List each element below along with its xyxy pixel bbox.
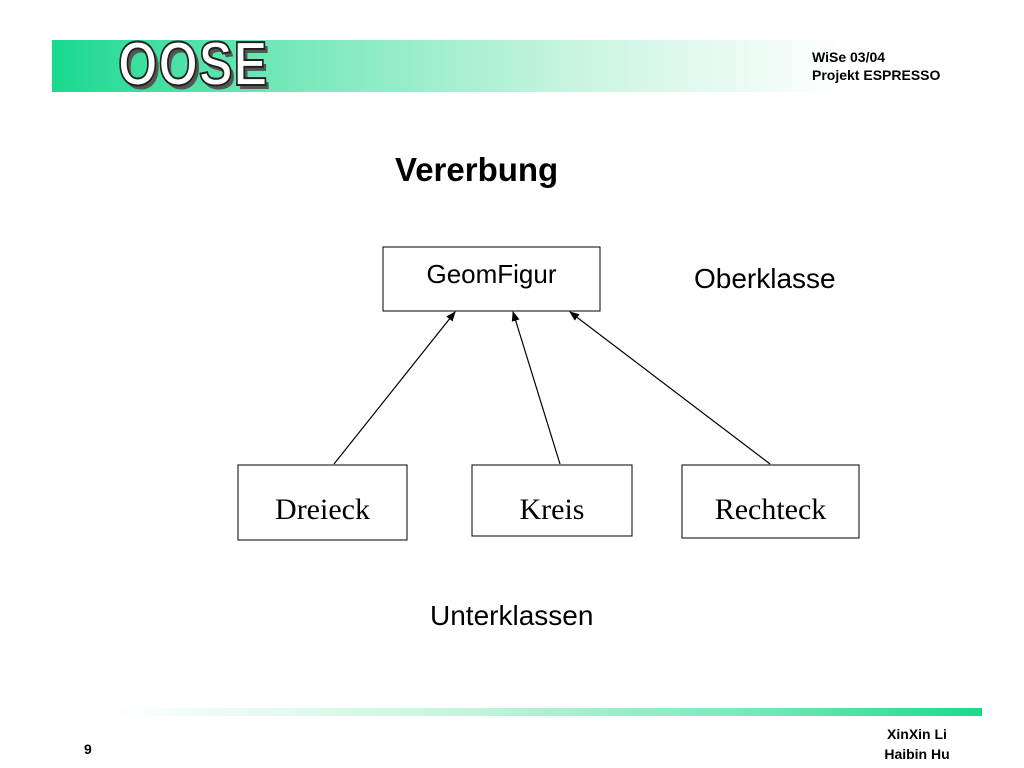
- header-info: WiSe 03/04 Projekt ESPRESSO: [812, 48, 962, 84]
- page-number: 9: [84, 741, 92, 757]
- author-name: Haibin Hu: [884, 746, 950, 762]
- footer-gradient-bar: [108, 708, 982, 716]
- header-gradient-bar: [52, 40, 984, 92]
- subclass-label: Dreieck: [275, 493, 370, 526]
- inheritance-arrow-rechteck: [569, 311, 771, 465]
- superclass-note: Oberklasse: [694, 263, 836, 294]
- superclass-box[interactable]: GeomFigur: [382, 246, 601, 312]
- oose-logo: OOSE: [117, 30, 269, 99]
- inheritance-arrow-dreieck: [333, 311, 456, 465]
- subclass-label: Kreis: [520, 493, 585, 526]
- subclass-label: Rechteck: [715, 493, 827, 526]
- author-name: XinXin Li: [887, 726, 947, 742]
- inheritance-arrow-kreis: [511, 311, 561, 465]
- semester-label: WiSe 03/04: [812, 49, 886, 65]
- subclass-box-kreis[interactable]: Kreis: [471, 464, 633, 537]
- subclass-box-rechteck[interactable]: Rechteck: [681, 464, 860, 539]
- project-label: Projekt ESPRESSO: [812, 67, 941, 83]
- superclass-label: GeomFigur: [426, 259, 556, 289]
- subclasses-note: Unterklassen: [430, 600, 594, 631]
- subclass-box-dreieck[interactable]: Dreieck: [237, 464, 408, 541]
- authors: XinXin Li Haibin Hu: [862, 724, 972, 764]
- slide-title: Vererbung: [395, 151, 559, 188]
